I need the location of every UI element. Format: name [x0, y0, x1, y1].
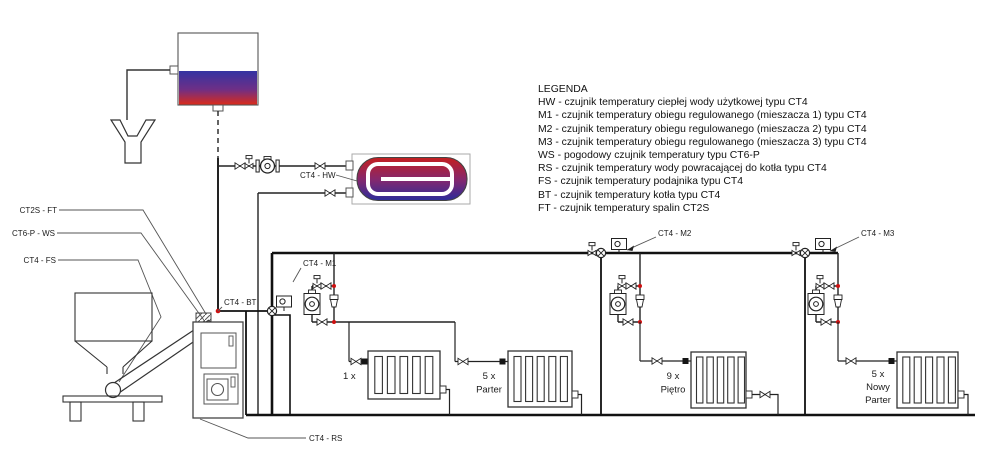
- dhw-valve-return: [324, 189, 336, 197]
- label-ct6p-ws: CT6-P - WS: [12, 229, 55, 238]
- hw-label-leader: [335, 174, 358, 182]
- radiator-4-location1: Nowy: [866, 382, 890, 393]
- expansion-tank: [169, 32, 259, 112]
- legend-entry: M3 - czujnik temperatury obiegu regulowa…: [538, 136, 867, 148]
- radiator-3-feed: [639, 322, 691, 362]
- radiator-4-feed: [837, 322, 897, 362]
- radiator-1-feed: [348, 322, 368, 363]
- label-ct2s-ft: CT2S - FT: [20, 206, 57, 215]
- radiator-1-label: 1 x: [343, 371, 356, 382]
- radiator-3-location: Piętro: [661, 385, 686, 396]
- legend-entry: WS - pogodowy czujnik temperatury typu C…: [538, 150, 760, 162]
- label-ct4-bt: CT4 - BT: [224, 298, 257, 307]
- radiator-4-count: 5 x: [872, 369, 885, 380]
- legend-entry: HW - czujnik temperatury ciepłej wody uż…: [538, 97, 808, 109]
- expansion-tank-water: [179, 71, 257, 105]
- zone3-cross: [799, 247, 811, 259]
- legend-title: LEGENDA: [538, 84, 588, 95]
- fuel-hopper: [62, 292, 163, 422]
- boiler-supply-cross: [266, 305, 278, 317]
- main-pipes: [218, 251, 975, 417]
- pump-m2: [609, 289, 627, 316]
- label-ct4-m3: CT4 - M3: [861, 229, 895, 238]
- overflow-pipe: [126, 69, 170, 120]
- flue-connection: [195, 312, 212, 323]
- legend-entry: RS - czujnik temperatury wody powracając…: [538, 163, 827, 175]
- radiator-2: [507, 350, 579, 408]
- zone3-sensor-pocket: [815, 238, 831, 250]
- zone2-cross: [595, 247, 607, 259]
- legend-entry: BT - czujnik temperatury kotła typu CT4: [538, 189, 721, 201]
- legend-entry: FT - czujnik temperatury spalin CT2S: [538, 202, 710, 214]
- label-ct4-fs: CT4 - FS: [24, 256, 56, 265]
- radiator-2-count: 5 x: [483, 371, 496, 382]
- label-ct4-rs: CT4 - RS: [309, 434, 342, 443]
- label-ct4-m2: CT4 - M2: [658, 229, 692, 238]
- sensor-label-leaders: [57, 209, 212, 383]
- mixing-circuit-m2: [609, 253, 645, 326]
- legend-entry: M1 - czujnik temperatury obiegu regulowa…: [538, 110, 867, 122]
- legend-entry: FS - czujnik temperatury podajnika typu …: [538, 176, 744, 188]
- radiator-2-location: Parter: [476, 385, 502, 396]
- zone2-sensor-pocket: [611, 238, 627, 250]
- mixing-circuit-m3: [807, 253, 843, 326]
- pump-m1: [303, 289, 321, 316]
- dhw-valve-supply: [314, 162, 326, 170]
- radiator-3: [690, 351, 753, 409]
- radiator-2-feed: [454, 322, 508, 363]
- label-ct4-m1: CT4 - M1: [303, 259, 337, 268]
- pump-m3: [807, 289, 825, 316]
- boiler: [192, 312, 244, 419]
- dhw-pump: [255, 156, 280, 174]
- radiator-4: [896, 351, 965, 409]
- radiator-4-location2: Parter: [865, 395, 891, 406]
- check-valve: [234, 162, 246, 170]
- label-ct4-hw: CT4 - HW: [300, 171, 336, 180]
- overflow-funnel: [109, 119, 157, 164]
- hot-water-tank: [345, 153, 471, 205]
- rs-label-leader: [199, 418, 306, 439]
- radiator-3-count: 9 x: [667, 371, 680, 382]
- legend: LEGENDA HW - czujnik temperatury ciepłej…: [538, 83, 867, 215]
- supply-sensor-pocket: [276, 295, 292, 308]
- radiator-1: [367, 350, 447, 400]
- heat-exchanger-coil: [366, 162, 454, 196]
- mixing-circuit-m1: [303, 253, 455, 326]
- legend-entry: M2 - czujnik temperatury obiegu regulowa…: [538, 123, 867, 135]
